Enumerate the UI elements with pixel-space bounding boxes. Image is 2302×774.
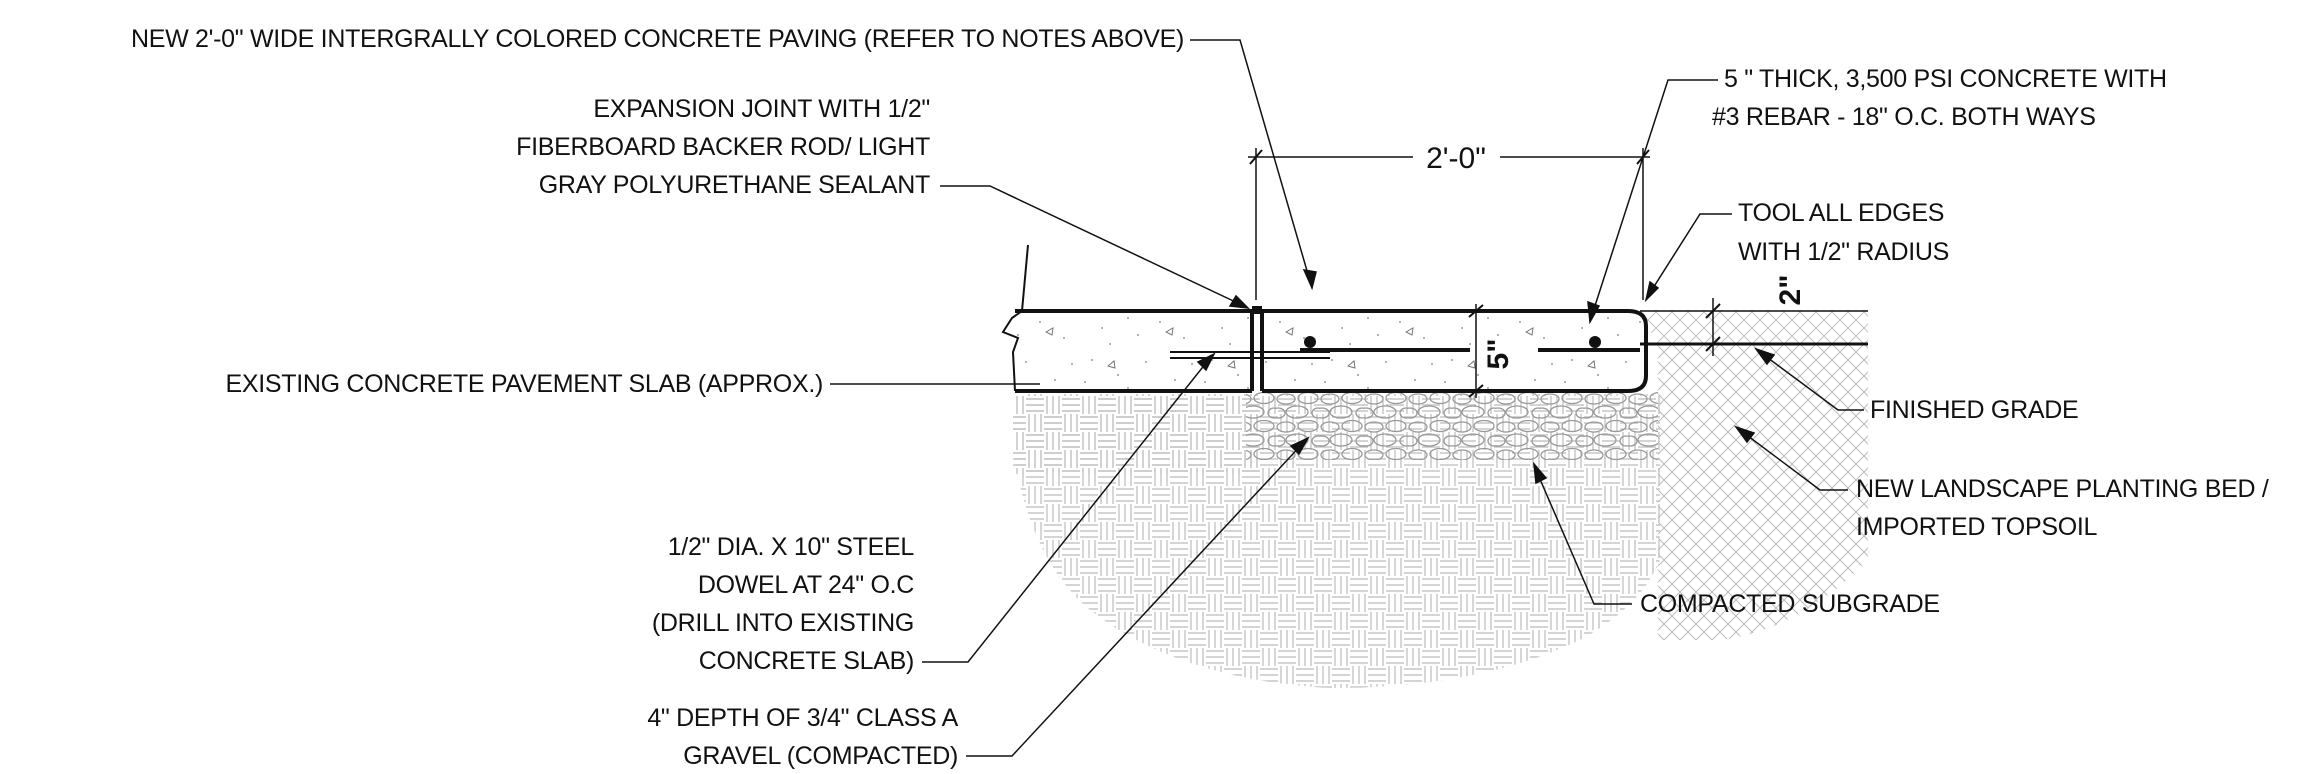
callout-thick-concrete-line1: 5 " THICK, 3,500 PSI CONCRETE WITH <box>1724 65 2167 93</box>
callout-finished-grade: FINISHED GRADE <box>1870 396 2078 424</box>
new-concrete-paving <box>1262 309 1648 393</box>
steel-dowel <box>1170 351 1330 359</box>
ground <box>1013 310 1868 688</box>
callout-dowel-line2: DOWEL AT 24" O.C <box>698 571 914 599</box>
callout-expansion-joint-line2: FIBERBOARD BACKER ROD/ LIGHT <box>516 133 930 161</box>
callout-labels: NEW 2'-0" WIDE INTERGRALLY COLORED CONCR… <box>131 25 2269 770</box>
finished-grade <box>1640 310 1868 346</box>
callout-expansion-joint-line1: EXPANSION JOINT WITH 1/2" <box>593 95 930 123</box>
callout-gravel-line2: GRAVEL (COMPACTED) <box>683 742 958 770</box>
thickness-dimension-label: 5" <box>1482 339 1515 370</box>
leader-expansion-joint <box>940 185 1245 307</box>
leader-lines <box>830 39 1864 757</box>
callout-dowel-line1: 1/2" DIA. X 10" STEEL <box>668 533 915 561</box>
callout-expansion-joint-line3: GRAY POLYURETHANE SEALANT <box>539 171 930 199</box>
leader-dowel <box>922 357 1211 663</box>
callout-existing-slab: EXISTING CONCRETE PAVEMENT SLAB (APPROX.… <box>225 370 823 398</box>
gravel-base <box>1246 392 1658 460</box>
topsoil-depth-dimension: 2" <box>1705 275 1807 356</box>
leader-planting-bed <box>1739 429 1848 491</box>
thickness-dimension: 5" <box>1468 304 1515 398</box>
callout-thick-concrete-line2: #3 REBAR - 18" O.C. BOTH WAYS <box>1712 103 2096 131</box>
callout-tool-edges-line2: WITH 1/2" RADIUS <box>1738 238 1949 266</box>
planting-bed-hatch <box>1658 346 1868 640</box>
slab-break-line <box>1001 244 1029 392</box>
callout-dowel-line3: (DRILL INTO EXISTING <box>652 609 914 637</box>
leader-compacted-subgrade <box>1535 469 1632 605</box>
callout-planting-bed-line1: NEW LANDSCAPE PLANTING BED / <box>1856 475 2269 503</box>
topsoil-surface-hatch <box>1640 310 1868 346</box>
width-dimension: 2'-0" <box>1248 142 1650 300</box>
existing-concrete-slab <box>1001 244 1252 393</box>
callout-planting-bed-line2: IMPORTED TOPSOIL <box>1856 513 2097 541</box>
topsoil-depth-label: 2" <box>1774 275 1807 306</box>
width-dimension-label: 2'-0" <box>1426 142 1486 175</box>
leader-gravel <box>966 441 1305 757</box>
leader-thick-concrete <box>1591 79 1718 316</box>
existing-subgrade-hatch <box>1013 394 1258 474</box>
callout-compacted-subgrade: COMPACTED SUBGRADE <box>1640 590 1940 618</box>
rebar <box>1300 336 1640 352</box>
leader-finished-grade <box>1759 351 1864 411</box>
callout-dowel-line4: CONCRETE SLAB) <box>699 647 914 675</box>
leader-tool-edges <box>1647 213 1732 297</box>
callout-gravel-line1: 4" DEPTH OF 3/4" CLASS A <box>647 704 958 732</box>
callout-tool-edges-line1: TOOL ALL EDGES <box>1738 199 1944 227</box>
leader-new-paving <box>1190 39 1313 289</box>
callout-new-paving: NEW 2'-0" WIDE INTERGRALLY COLORED CONCR… <box>131 25 1184 53</box>
expansion-joint <box>1250 306 1264 391</box>
